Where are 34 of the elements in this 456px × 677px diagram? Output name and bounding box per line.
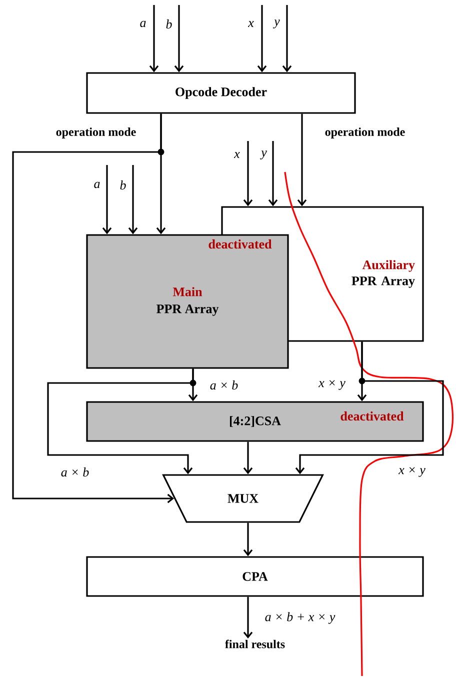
edge-label: operation mode (54, 126, 138, 140)
edge-label: a × b + x × y (264, 611, 336, 625)
status-label: deactivated (340, 411, 404, 421)
adder-box: CPA (86, 556, 424, 597)
arrow (12, 114, 174, 504)
edge-label: a × b (208, 379, 240, 391)
decoder-box: Opcode Decoder (86, 72, 356, 114)
edge-label: x (233, 151, 241, 159)
edge-label: y (273, 18, 281, 30)
arrow (282, 5, 292, 72)
edge-label: x × y (398, 466, 426, 478)
edge-label: a (92, 180, 102, 190)
edge-label: a × b (60, 466, 90, 478)
arrow (243, 596, 253, 638)
arrow (297, 114, 307, 206)
arrow (243, 442, 253, 474)
edge-label: b (118, 179, 128, 191)
arrow (243, 522, 253, 556)
arrow (102, 165, 112, 234)
arrow (257, 5, 267, 72)
output-label: final results (225, 640, 285, 648)
edge-label: b (164, 18, 174, 30)
arrow (128, 165, 138, 234)
arrow (174, 5, 184, 72)
arrow (243, 141, 253, 206)
arrow (268, 141, 278, 206)
arrow (295, 342, 444, 474)
edge-label: operation mode (324, 126, 406, 140)
edge-label: y (260, 150, 268, 160)
edge-label: x (247, 20, 255, 28)
edge-label: a (138, 20, 148, 28)
arrow (47, 368, 194, 474)
edge-label: x × y (318, 379, 346, 391)
arrow (149, 5, 159, 72)
